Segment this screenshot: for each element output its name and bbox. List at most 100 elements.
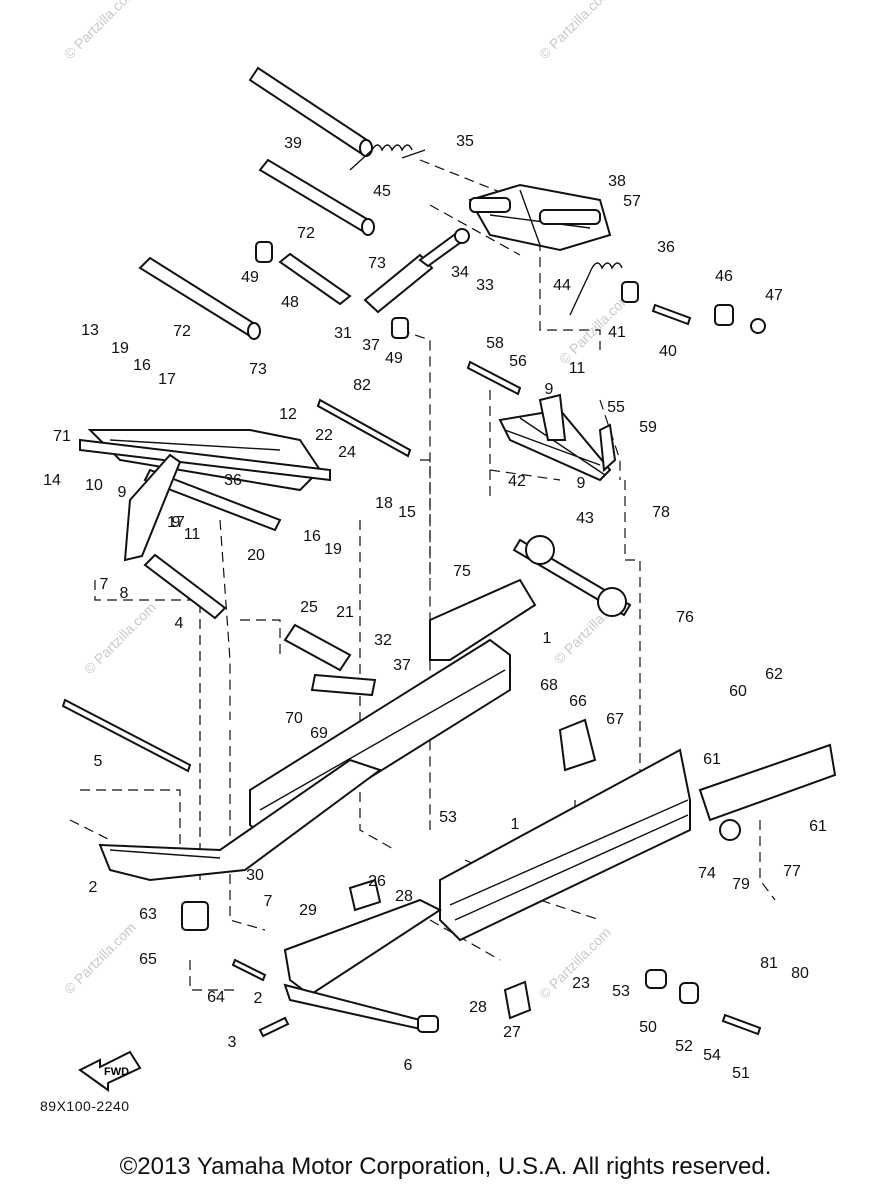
callout-label: 43: [576, 510, 594, 527]
callout-label: 33: [476, 277, 494, 294]
cap-6: [417, 1015, 439, 1033]
callout-label: 53: [439, 809, 457, 826]
callout-label: 22: [315, 427, 333, 444]
callout-label: 16: [133, 357, 151, 374]
callout-label: 68: [540, 677, 558, 694]
callout-label: 48: [281, 294, 299, 311]
callout-label: 62: [765, 666, 783, 683]
callout-label: 82: [353, 377, 371, 394]
watermark: © Partzilla.com: [61, 919, 139, 997]
callout-label: 61: [703, 751, 721, 768]
shaft-4: [143, 553, 227, 620]
callout-label: 31: [334, 325, 352, 342]
callout-label: 7: [100, 576, 109, 593]
callout-label: 46: [715, 268, 733, 285]
cap-50: [645, 969, 667, 989]
callout-label: 12: [279, 406, 297, 423]
callout-label: 27: [503, 1024, 521, 1041]
callout-label: 40: [659, 343, 677, 360]
callout-label: 35: [456, 133, 474, 150]
callout-label: 7: [264, 893, 273, 910]
cap-46: [714, 304, 734, 326]
fwd-arrow-icon: FWD: [78, 1050, 142, 1092]
bolt-40: [651, 303, 692, 326]
nut-47: [750, 318, 766, 334]
collar-26: [348, 878, 382, 912]
callout-label: 34: [451, 264, 469, 281]
callout-label: 4: [175, 615, 184, 632]
callout-label: 42: [508, 473, 526, 490]
shaft-72b: [138, 256, 261, 340]
callout-label: 44: [553, 277, 571, 294]
callout-label: 72: [297, 225, 315, 242]
front-arm-12: [79, 429, 331, 532]
callout-label: 1: [543, 630, 552, 647]
callout-label: 9: [172, 514, 181, 531]
callout-label: 37: [362, 337, 380, 354]
bolt-51: [721, 1013, 762, 1036]
part-63: [181, 901, 209, 931]
watermark: © Partzilla.com: [81, 599, 159, 677]
callout-label: 45: [373, 183, 391, 200]
callout-label: 20: [247, 547, 265, 564]
callout-label: 76: [676, 609, 694, 626]
pivot-shaft-76: [512, 535, 632, 617]
screw-3: [258, 1016, 290, 1038]
bracket-38: [468, 183, 612, 252]
copyright-notice: ©2013 Yamaha Motor Corporation, U.S.A. A…: [119, 1153, 772, 1180]
callout-label: 39: [284, 135, 302, 152]
callout-label: 49: [241, 269, 259, 286]
callout-label: 5: [94, 753, 103, 770]
callout-label: 9: [577, 475, 586, 492]
shaft-5: [61, 698, 192, 773]
collar-32: [310, 673, 377, 697]
callout-label: 11: [184, 526, 201, 543]
callout-label: 36: [657, 239, 675, 256]
callout-label: 25: [300, 599, 318, 616]
skid-2: [98, 758, 383, 882]
callout-label: 19: [111, 340, 129, 357]
callout-label: 28: [395, 888, 413, 905]
callout-label: 81: [760, 955, 778, 972]
callout-label: 26: [368, 873, 386, 890]
callout-label: 17: [167, 514, 185, 531]
spring-44: [569, 262, 623, 316]
diagram-code: 89X100-2240: [40, 1098, 130, 1114]
callout-label: 29: [299, 902, 317, 919]
callout-label: 17: [158, 371, 176, 388]
callout-label: 32: [374, 632, 392, 649]
callout-label: 38: [608, 173, 626, 190]
callout-label: 30: [246, 867, 264, 884]
fwd-label: FWD: [104, 1066, 129, 1078]
plate-74: [698, 743, 837, 822]
callout-label: 23: [572, 975, 590, 992]
parts-diagram: © Partzilla.com © Partzilla.com © Partzi…: [43, 0, 837, 1092]
callout-label: 47: [765, 287, 783, 304]
callout-label: 52: [675, 1038, 693, 1055]
callout-label: 72: [173, 323, 191, 340]
shock-absorber-31: [363, 228, 470, 314]
callout-label: 73: [249, 361, 267, 378]
callout-label: 2: [254, 990, 263, 1007]
callout-label: 67: [606, 711, 624, 728]
callout-label: 36: [224, 472, 242, 489]
callout-label: 2: [89, 879, 98, 896]
bushing-49: [255, 241, 409, 339]
callout-label: 71: [53, 428, 71, 445]
callout-label: 80: [791, 965, 809, 982]
callout-label: 79: [732, 876, 750, 893]
bolt-27: [503, 980, 532, 1020]
callout-label: 3: [228, 1034, 237, 1051]
callout-label: 49: [385, 350, 403, 367]
callout-label: 21: [336, 604, 354, 621]
callout-label: 58: [486, 335, 504, 352]
callout-label: 61: [809, 818, 827, 835]
callout-label: 9: [118, 484, 127, 501]
callout-label: 70: [285, 710, 303, 727]
callout-label: 6: [404, 1057, 413, 1074]
callout-label: 64: [207, 989, 225, 1006]
bushing-79: [719, 819, 741, 841]
callout-label: 53: [612, 983, 630, 1000]
callout-label: 16: [303, 528, 321, 545]
bolt-82: [316, 398, 412, 458]
